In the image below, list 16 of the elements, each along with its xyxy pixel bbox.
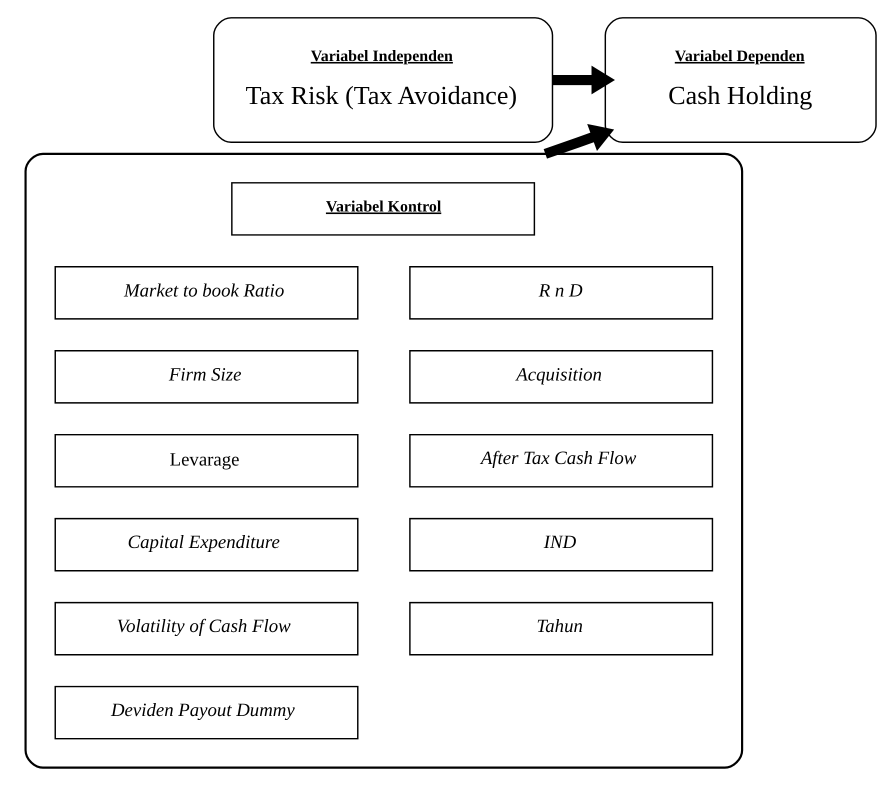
node-box: After Tax Cash Flow <box>409 434 714 488</box>
node-box: R n D <box>409 266 714 320</box>
node-box: Firm Size <box>54 350 359 404</box>
node-box: Tahun <box>409 602 714 656</box>
node-box: Variabel Dependen Cash Holding <box>604 17 877 143</box>
node-box: Deviden Payout Dummy <box>54 686 359 740</box>
cluster <box>24 152 744 769</box>
node-box: Variabel Kontrol <box>231 182 536 236</box>
node-box: Capital Expenditure <box>54 518 359 572</box>
node-box: IND <box>409 518 714 572</box>
node-box: Acquisition <box>409 350 714 404</box>
arrow <box>552 66 615 94</box>
node-box: Volatility of Cash Flow <box>54 602 359 656</box>
node-box: Levarage <box>54 434 359 488</box>
node-box: Market to book Ratio <box>54 266 359 320</box>
node-box: Variabel Independen Tax Risk (Tax Avoidance) <box>213 17 554 143</box>
